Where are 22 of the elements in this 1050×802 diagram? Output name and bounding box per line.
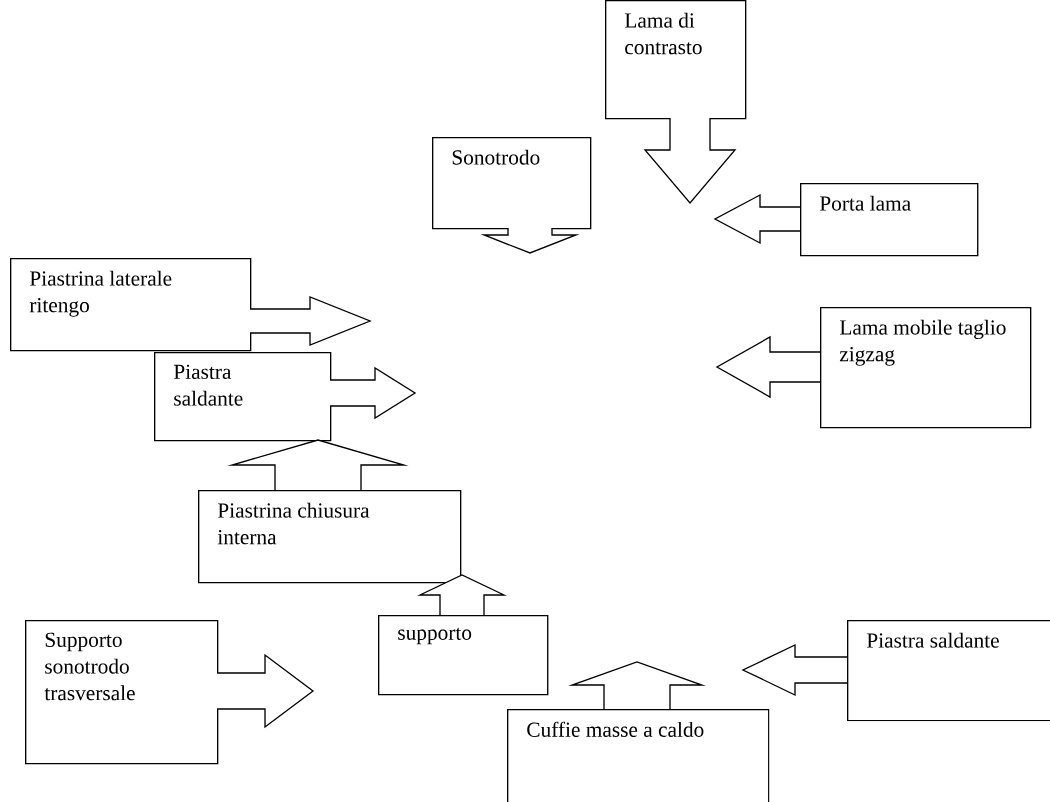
block-arrow [643, 117, 737, 204]
block-arrow [568, 661, 706, 710]
callout-box: Piastrina chiusura interna [198, 490, 462, 584]
callout-box: Sonotrodo [432, 137, 592, 230]
callout-box: Lama di contrasto [605, 0, 747, 120]
block-arrow [417, 574, 507, 616]
callout-box: supporto [378, 615, 549, 696]
block-arrow [713, 193, 801, 245]
callout-box: Piastra saldante [154, 352, 332, 442]
block-arrow [480, 227, 580, 254]
callout-box: Porta lama [800, 183, 979, 257]
block-arrow [741, 643, 848, 697]
block-arrow [227, 439, 409, 491]
callout-box: Piastrina laterale ritengo [10, 258, 252, 352]
callout-box: Cuffie masse a caldo [507, 709, 770, 802]
block-arrow [216, 653, 315, 729]
block-arrow [329, 366, 417, 420]
block-arrow [249, 296, 372, 346]
callout-box: Piastra saldante [847, 620, 1050, 722]
callout-box: Lama mobile taglio zigzag [820, 307, 1032, 429]
block-arrow [715, 335, 821, 399]
callout-box: Supporto sonotrodo trasversale [25, 620, 219, 765]
